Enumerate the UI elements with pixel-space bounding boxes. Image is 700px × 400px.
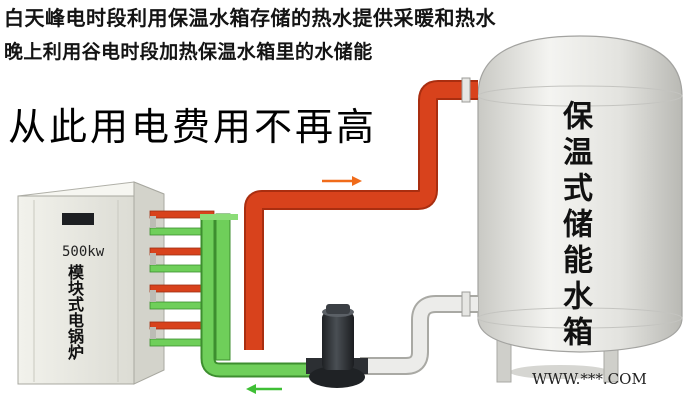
caption-line-2: 晚上利用谷电时段加热保温水箱里的水储能 <box>4 41 373 63</box>
electric-boiler <box>17 181 165 385</box>
storage-tank <box>477 35 683 383</box>
left-arrow-icon <box>246 384 282 394</box>
right-arrow-icon <box>322 176 362 186</box>
boiler-capacity: 500kw <box>62 244 105 260</box>
headline: 从此用电费用不再高 <box>8 105 378 149</box>
caption-line-1: 白天峰电时段利用保温水箱存储的热水提供采暖和热水 <box>4 6 496 30</box>
tank-return-pipe <box>360 291 478 375</box>
boiler-label: 模块式电锅炉 <box>65 264 84 360</box>
circulation-pump <box>306 304 368 388</box>
watermark: WWW.***.COM <box>532 370 647 388</box>
tank-label: 保温式储能水箱 <box>557 100 592 352</box>
hot-water-pipe <box>244 77 478 350</box>
display-panel <box>62 213 94 225</box>
cold-water-pipe <box>200 213 320 378</box>
